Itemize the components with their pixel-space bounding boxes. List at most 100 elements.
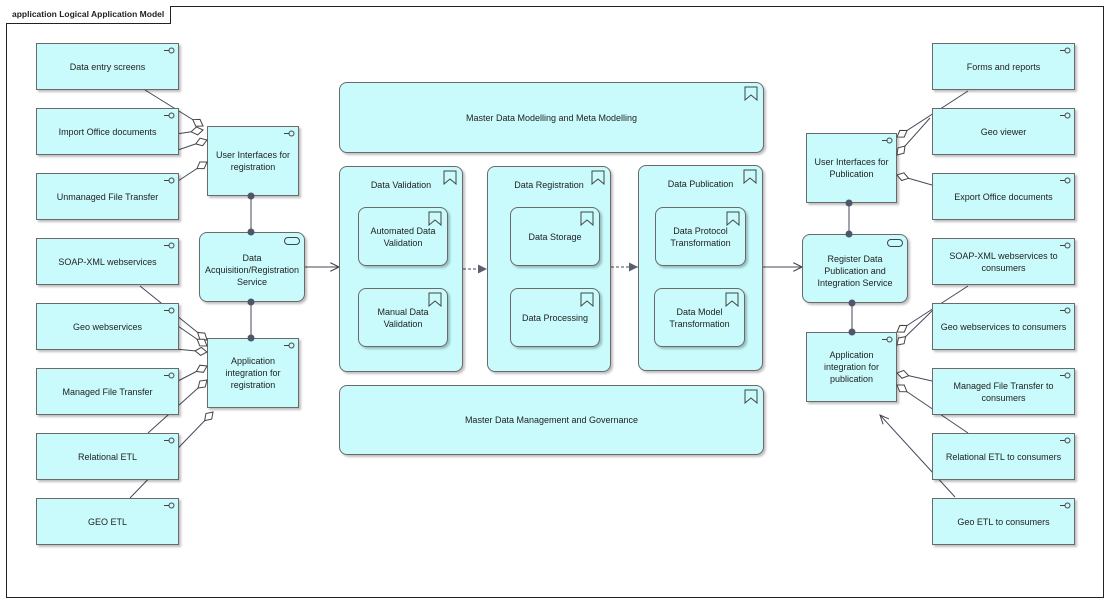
right-output-geo-viewer[interactable]: Geo viewer: [932, 108, 1075, 155]
interface-icon: [164, 177, 175, 184]
item-label: Data Model Transformation: [669, 306, 730, 329]
right-hub-service-label: Register Data Publication and Integratio…: [817, 253, 893, 288]
interface-icon: [164, 307, 175, 314]
diagram-frame-title: application Logical Application Model: [6, 6, 172, 24]
left-hub-ui-label: User Interfaces for registration: [215, 150, 291, 172]
right-hub-application-integration[interactable]: Application integration for publication: [806, 332, 897, 402]
item-label: Data Protocol Transformation: [670, 225, 731, 248]
left-input-relational-etl[interactable]: Relational ETL: [36, 433, 179, 480]
interface-icon: [882, 137, 893, 144]
diagram-frame: [6, 6, 1104, 598]
left-input-unmanaged-file-transfer[interactable]: Unmanaged File Transfer: [36, 173, 179, 220]
top-banner-master-data-modelling[interactable]: Master Data Modelling and Meta Modelling: [339, 82, 764, 153]
right-output-label: Geo webservices to consumers: [940, 321, 1067, 332]
right-output-relational-etl[interactable]: Relational ETL to consumers: [932, 433, 1075, 480]
interface-icon: [284, 130, 295, 137]
right-hub-user-interfaces[interactable]: User Interfaces for Publication: [806, 133, 897, 203]
interface-icon: [1060, 47, 1071, 54]
bookmark-icon: [428, 211, 442, 226]
right-output-geo-etl[interactable]: Geo ETL to consumers: [932, 498, 1075, 545]
service-icon: [887, 239, 903, 247]
right-output-label: Relational ETL to consumers: [945, 451, 1062, 462]
interface-icon: [164, 112, 175, 119]
right-hub-publication-service[interactable]: Register Data Publication and Integratio…: [802, 234, 908, 303]
interface-icon: [164, 47, 175, 54]
interface-icon: [1060, 242, 1071, 249]
group-validation-title: Data Validation: [370, 180, 432, 190]
item-manual-data-validation[interactable]: Manual Data Validation: [358, 288, 448, 347]
right-connector: [896, 174, 933, 186]
interface-icon: [1060, 437, 1071, 444]
left-hub-user-interfaces[interactable]: User Interfaces for registration: [207, 126, 299, 196]
bookmark-icon: [580, 211, 594, 226]
interface-icon: [164, 502, 175, 509]
interface-icon: [882, 336, 893, 343]
right-output-export-office-documents[interactable]: Export Office documents: [932, 173, 1075, 220]
interface-icon: [1060, 112, 1071, 119]
bookmark-icon: [443, 170, 457, 185]
interface-icon: [1060, 307, 1071, 314]
right-hub-ui-label: User Interfaces for Publication: [814, 157, 889, 179]
interface-icon: [1060, 372, 1071, 379]
right-output-label: Export Office documents: [954, 191, 1053, 202]
right-output-label: Geo ETL to consumers: [957, 516, 1050, 527]
right-connector: [896, 308, 935, 346]
bookmark-icon: [726, 211, 740, 226]
item-data-storage[interactable]: Data Storage: [510, 207, 600, 266]
interface-icon: [1060, 177, 1071, 184]
item-label: Automated Data Validation: [370, 225, 436, 248]
interface-icon: [164, 372, 175, 379]
left-hub-integration-label: Application integration for registration: [225, 356, 281, 390]
right-hub-integration-label: Application integration for publication: [823, 350, 880, 384]
right-output-label: SOAP-XML webservices to consumers: [949, 250, 1058, 273]
right-output-managed-file-transfer[interactable]: Managed File Transfer to consumers: [932, 368, 1075, 415]
bottom-banner-label: Master Data Management and Governance: [464, 415, 639, 425]
left-input-label: Managed File Transfer: [62, 386, 153, 397]
left-input-label: Data entry screens: [69, 61, 146, 72]
right-connector: [896, 372, 933, 382]
bookmark-icon: [725, 292, 739, 307]
left-connector: [174, 348, 208, 353]
bookmark-icon: [743, 169, 757, 184]
left-input-label: Import Office documents: [58, 126, 157, 137]
left-hub-acquisition-service[interactable]: Data Acquisition/Registration Service: [199, 232, 305, 302]
left-input-label: Geo webservices: [72, 321, 143, 332]
right-output-label: Forms and reports: [966, 61, 1041, 72]
bookmark-icon: [744, 86, 758, 101]
left-input-data-entry-screens[interactable]: Data entry screens: [36, 43, 179, 90]
item-label: Manual Data Validation: [377, 306, 429, 329]
right-output-geo-webservices[interactable]: Geo webservices to consumers: [932, 303, 1075, 350]
left-input-geo-etl[interactable]: GEO ETL: [36, 498, 179, 545]
item-data-model-transformation[interactable]: Data Model Transformation: [654, 288, 745, 347]
left-hub-application-integration[interactable]: Application integration for registration: [207, 338, 299, 408]
left-input-geo-webservices[interactable]: Geo webservices: [36, 303, 179, 350]
interface-icon: [284, 342, 295, 349]
bookmark-icon: [428, 292, 442, 307]
group-registration-title: Data Registration: [514, 180, 584, 190]
left-hub-service-label: Data Acquisition/Registration Service: [204, 253, 300, 287]
item-data-processing[interactable]: Data Processing: [510, 288, 600, 347]
left-input-import-office-documents[interactable]: Import Office documents: [36, 108, 179, 155]
right-output-label: Managed File Transfer to consumers: [953, 380, 1054, 403]
interface-icon: [164, 437, 175, 444]
left-input-managed-file-transfer[interactable]: Managed File Transfer: [36, 368, 179, 415]
left-connector: [177, 139, 208, 151]
left-input-label: Unmanaged File Transfer: [56, 191, 159, 202]
bookmark-icon: [591, 170, 605, 185]
left-connector: [177, 161, 208, 182]
bookmark-icon: [580, 292, 594, 307]
interface-icon: [164, 242, 175, 249]
right-output-label: Geo viewer: [980, 126, 1027, 137]
right-output-soap-xml-webservices[interactable]: SOAP-XML webservices to consumers: [932, 238, 1075, 285]
right-output-forms-and-reports[interactable]: Forms and reports: [932, 43, 1075, 90]
group-publication-title: Data Publication: [667, 179, 734, 189]
right-connector: [879, 414, 956, 498]
left-input-soap-xml-webservices[interactable]: SOAP-XML webservices: [36, 238, 179, 285]
interface-icon: [1060, 502, 1071, 509]
item-automated-data-validation[interactable]: Automated Data Validation: [358, 207, 448, 266]
left-input-label: GEO ETL: [87, 516, 127, 527]
bottom-banner-master-data-management[interactable]: Master Data Management and Governance: [339, 385, 764, 455]
right-connector: [896, 117, 931, 156]
item-data-protocol-transformation[interactable]: Data Protocol Transformation: [655, 207, 746, 266]
item-label: Data Storage: [528, 231, 582, 242]
